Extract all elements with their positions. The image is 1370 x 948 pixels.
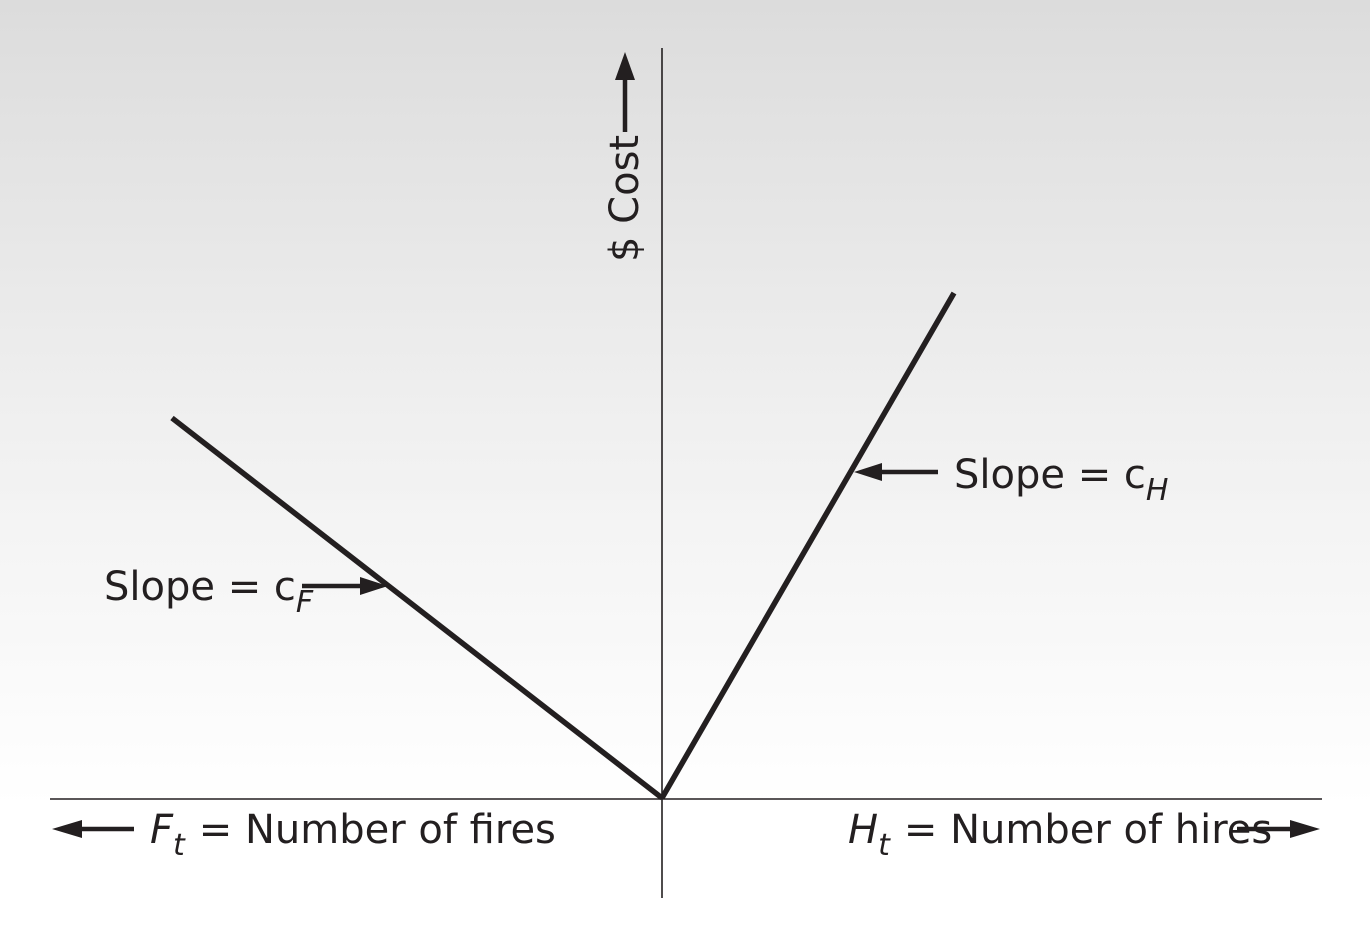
- fires-arrow-icon: [52, 820, 134, 838]
- y-axis-label: $ Cost: [602, 135, 648, 262]
- hire-slope-label: Slope = cH: [954, 452, 1168, 508]
- fire-slope-label: Slope = cF: [104, 564, 314, 620]
- hire-cost-line: [659, 291, 957, 800]
- hires-arrow-icon: [1237, 820, 1320, 838]
- fire-slope-pointer-icon: [302, 577, 388, 595]
- cost-arrow-icon: [615, 52, 635, 132]
- hires-axis-label: Ht= Number of hires: [848, 807, 1272, 863]
- hire-slope-pointer-icon: [854, 463, 938, 481]
- fire-cost-line: [170, 415, 664, 801]
- fires-axis-label: Ft= Number of fires: [150, 807, 556, 863]
